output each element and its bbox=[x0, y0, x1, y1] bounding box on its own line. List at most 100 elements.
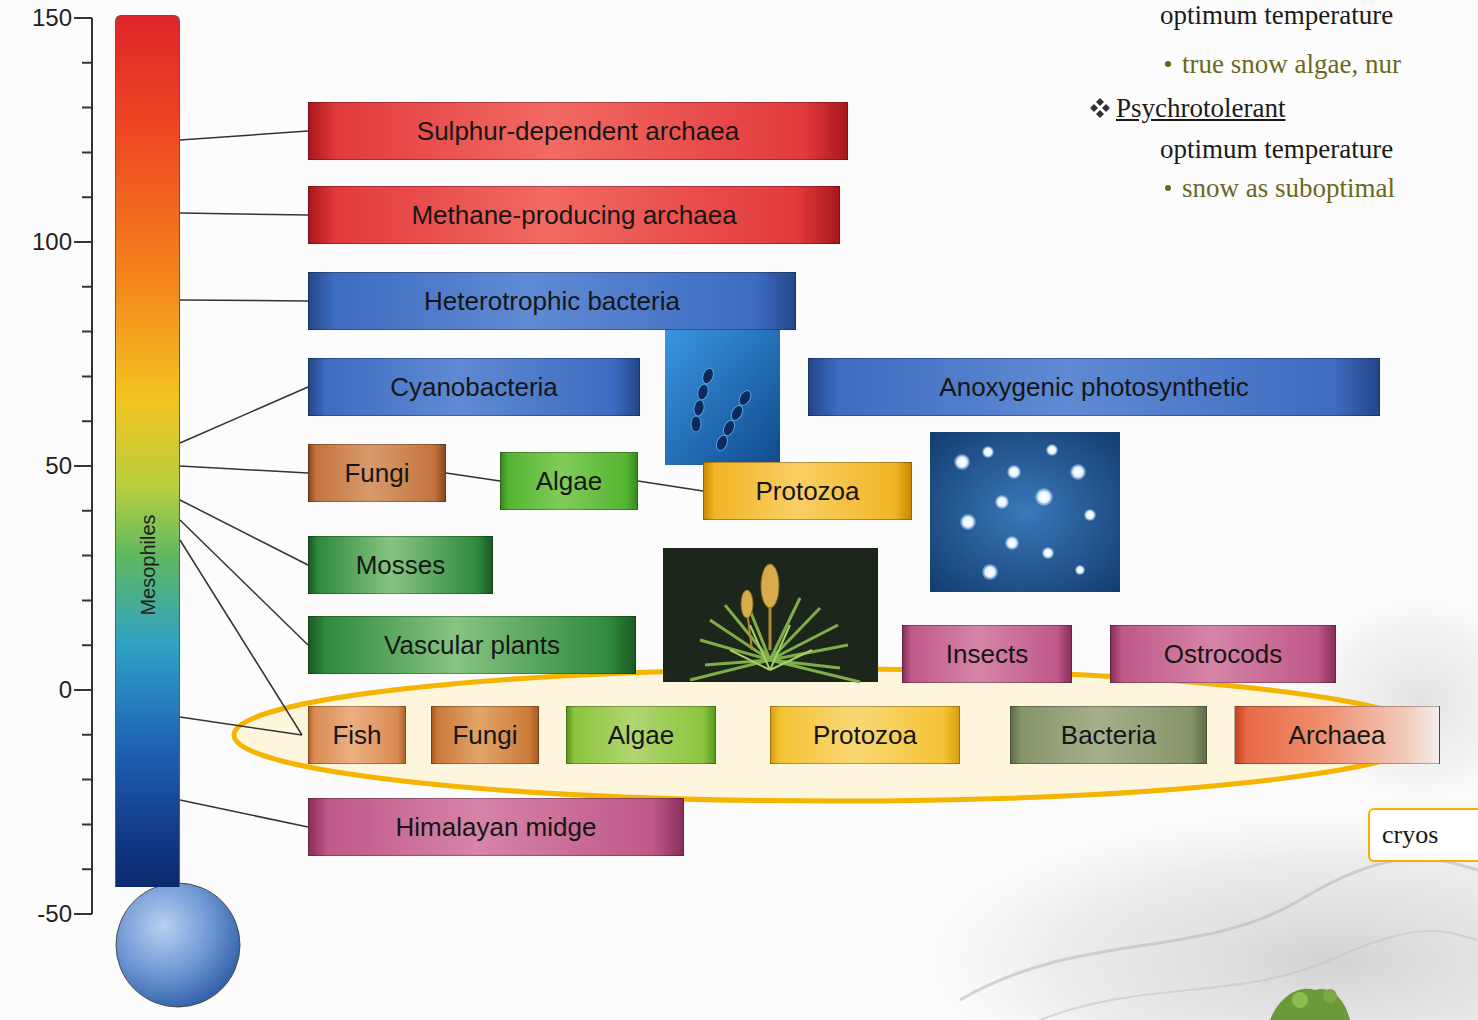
protozoa-cell bbox=[1070, 464, 1086, 480]
protozoa-photo bbox=[930, 432, 1120, 592]
moss-photo bbox=[663, 548, 878, 682]
note-text: snow as suboptimal bbox=[1182, 173, 1395, 203]
organism-box: Heterotrophic bacteria bbox=[308, 272, 796, 330]
cyanobacteria-cell bbox=[729, 404, 745, 423]
organism-box: Ostrocods bbox=[1110, 625, 1336, 683]
leader-line bbox=[446, 473, 500, 481]
node-label: Vascular plants bbox=[384, 630, 560, 661]
protozoa-cell bbox=[960, 514, 976, 530]
bullet bbox=[1165, 61, 1171, 67]
leader-line bbox=[180, 520, 308, 645]
node-label: Insects bbox=[946, 639, 1028, 670]
organism-box: Mosses bbox=[308, 536, 493, 594]
bullet bbox=[1090, 61, 1171, 191]
axis-tick bbox=[74, 18, 92, 914]
leader-line bbox=[180, 466, 308, 473]
snow-ground bbox=[870, 790, 1478, 1020]
node-label: Mosses bbox=[356, 550, 446, 581]
node-label: Archaea bbox=[1289, 720, 1386, 751]
node-label: Algae bbox=[608, 720, 675, 751]
leader-line bbox=[180, 717, 302, 735]
organism-box: Cyanobacteria bbox=[308, 358, 640, 416]
protozoa-cell bbox=[1007, 465, 1021, 479]
cyanobacteria-photo bbox=[691, 367, 753, 453]
moss-photo bbox=[690, 598, 860, 682]
node-label: Ostrocods bbox=[1164, 639, 1283, 670]
moss-photo bbox=[663, 548, 878, 682]
node-label: Sulphur-dependent archaea bbox=[417, 116, 739, 147]
protozoa-cell bbox=[1046, 444, 1058, 456]
note-text: true snow algae, nur bbox=[1182, 49, 1401, 79]
axis-number: 0 bbox=[0, 675, 72, 705]
node-label: Himalayan midge bbox=[396, 812, 597, 843]
organism-box: Fish bbox=[308, 706, 406, 764]
node-label: Fungi bbox=[452, 720, 517, 751]
moss-leaves bbox=[690, 598, 860, 682]
leader-line bbox=[180, 213, 308, 215]
diamond-bullet bbox=[1090, 98, 1110, 118]
node-label: Fungi bbox=[344, 458, 409, 489]
moss-clump bbox=[1270, 989, 1350, 1020]
note-heading: Psychrotolerant bbox=[1116, 93, 1285, 123]
leader-line bbox=[180, 540, 302, 735]
leader-line bbox=[180, 387, 308, 443]
cyanobacteria-cell bbox=[696, 383, 710, 401]
leader-line bbox=[180, 131, 308, 140]
protozoa-cell bbox=[1005, 536, 1019, 550]
snow-ground bbox=[1040, 931, 1478, 1020]
cyanobacteria-cell bbox=[691, 416, 701, 432]
moss-stalk bbox=[748, 618, 752, 650]
cyanobacteria-cell bbox=[721, 419, 737, 438]
moss-clump bbox=[1292, 992, 1308, 1008]
protozoa-cell bbox=[982, 564, 998, 580]
snow-ground bbox=[960, 859, 1478, 1000]
node-label: Methane-producing archaea bbox=[411, 200, 736, 231]
bullet bbox=[1165, 185, 1171, 191]
organism-box: Algae bbox=[566, 706, 716, 764]
organism-box: Algae bbox=[500, 452, 638, 510]
protozoa-cell bbox=[1042, 547, 1054, 559]
note-text: optimum temperature bbox=[1160, 0, 1393, 30]
organism-box: Protozoa bbox=[770, 706, 960, 764]
protozoa-cell bbox=[1084, 509, 1096, 521]
moss-capsule bbox=[741, 590, 753, 618]
protozoa-cell bbox=[1075, 565, 1085, 575]
cyanobacteria-cell bbox=[714, 434, 729, 453]
cyanobacteria-cell bbox=[737, 389, 754, 408]
cyanobacteria-photo bbox=[665, 330, 780, 465]
node-label: Mesophiles bbox=[136, 514, 159, 615]
node-label: cryos bbox=[1382, 820, 1438, 850]
organism-box: Himalayan midge bbox=[308, 798, 684, 856]
organism-box: Protozoa bbox=[703, 462, 912, 520]
note-text: optimum temperature bbox=[1160, 134, 1393, 164]
leader-line bbox=[638, 481, 703, 491]
thermometer-bulb bbox=[116, 883, 240, 1007]
node-label: Heterotrophic bacteria bbox=[424, 286, 680, 317]
protozoa-cell bbox=[1035, 488, 1053, 506]
leader-line bbox=[180, 500, 308, 565]
organism-box: Methane-producing archaea bbox=[308, 186, 840, 244]
node-label: Cyanobacteria bbox=[390, 372, 558, 403]
organism-box: Archaea bbox=[1234, 706, 1440, 764]
moss-stalk bbox=[769, 605, 772, 650]
axis-number: 50 bbox=[0, 451, 72, 481]
cyanobacteria-photo bbox=[665, 330, 780, 465]
node-label: Protozoa bbox=[755, 476, 859, 507]
protozoa-cell bbox=[995, 495, 1009, 509]
organism-box: Fungi bbox=[308, 444, 446, 502]
organism-box: Anoxygenic photosynthetic bbox=[808, 358, 1380, 416]
leader-line bbox=[180, 300, 308, 301]
protozoa-cell bbox=[982, 446, 994, 458]
protozoa-cell bbox=[954, 454, 970, 470]
organism-box: Sulphur-dependent archaea bbox=[308, 102, 848, 160]
node-label: Bacteria bbox=[1061, 720, 1156, 751]
callout-box: cryos bbox=[1368, 808, 1478, 862]
moss-capsule bbox=[761, 564, 779, 608]
organism-box: Vascular plants bbox=[308, 616, 636, 674]
node-label: Algae bbox=[536, 466, 603, 497]
node-label: Fish bbox=[332, 720, 381, 751]
organism-box: Insects bbox=[902, 625, 1072, 683]
axis-number: 150 bbox=[0, 3, 72, 33]
node-label: Protozoa bbox=[813, 720, 917, 751]
